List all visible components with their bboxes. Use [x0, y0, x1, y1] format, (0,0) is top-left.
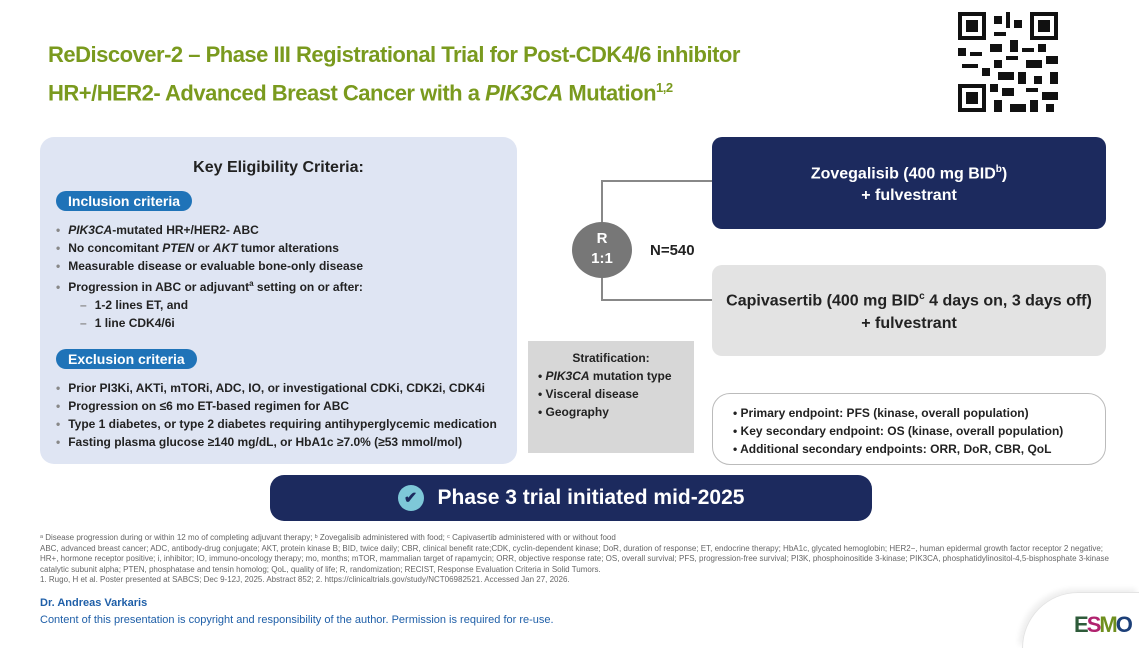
esmo-logo: ESMO: [1074, 612, 1133, 637]
eligibility-panel: Key Eligibility Criteria: Inclusion crit…: [40, 137, 517, 464]
list-item: Prior PI3Ki, AKTi, mTORi, ADC, IO, or in…: [56, 379, 509, 397]
inclusion-criteria-label: Inclusion criteria: [56, 191, 193, 211]
author-name: Dr. Andreas Varkaris: [40, 597, 148, 609]
trial-status-banner: ✔ Phase 3 trial initiated mid-2025: [270, 475, 872, 521]
randomization-circle: R 1:1: [572, 222, 632, 278]
list-subitem: 1-2 lines ET, and: [56, 296, 509, 314]
stratification-box: Stratification: • PIK3CA mutation type •…: [528, 341, 694, 453]
qr-code-icon[interactable]: [958, 12, 1058, 112]
list-item: No concomitant PTEN or AKT tumor alterat…: [56, 239, 509, 257]
connector-line: [601, 299, 712, 301]
eligibility-heading: Key Eligibility Criteria:: [193, 159, 364, 176]
slide-title: ReDiscover-2 – Phase III Registrational …: [48, 42, 740, 106]
sample-size: N=540: [650, 242, 695, 259]
connector-line: [601, 180, 712, 182]
exclusion-list: Prior PI3Ki, AKTi, mTORi, ADC, IO, or in…: [56, 379, 509, 451]
copyright-notice: Content of this presentation is copyrigh…: [40, 614, 554, 626]
list-item: • Primary endpoint: PFS (kinase, overall…: [733, 406, 1029, 420]
exclusion-criteria-label: Exclusion criteria: [56, 349, 197, 369]
endpoints-box: • Primary endpoint: PFS (kinase, overall…: [712, 393, 1106, 465]
list-item: • Geography: [538, 405, 609, 419]
list-item: PIK3CA-mutated HR+/HER2- ABC: [56, 221, 509, 239]
list-item: Progression on ≤6 mo ET-based regimen fo…: [56, 397, 509, 415]
inclusion-list: PIK3CA-mutated HR+/HER2- ABC No concomit…: [56, 221, 509, 332]
list-item: • PIK3CA mutation type: [538, 369, 672, 383]
list-item: • Additional secondary endpoints: ORR, D…: [733, 442, 1052, 456]
list-item: Measurable disease or evaluable bone-onl…: [56, 257, 509, 275]
list-item: Fasting plasma glucose ≥140 mg/dL, or Hb…: [56, 433, 509, 451]
list-item: • Key secondary endpoint: OS (kinase, ov…: [733, 424, 1064, 438]
check-icon: ✔: [397, 485, 424, 511]
list-item: Type 1 diabetes, or type 2 diabetes requ…: [56, 415, 509, 433]
list-item: • Visceral disease: [538, 387, 639, 401]
arm-capivasertib: Capivasertib (400 mg BIDc 4 days on, 3 d…: [712, 265, 1106, 356]
list-item: Progression in ABC or adjuvanta setting …: [56, 275, 509, 296]
footnotes: ᵃ Disease progression during or within 1…: [40, 533, 1110, 584]
arm-zovegalisib: Zovegalisib (400 mg BIDb) + fulvestrant: [712, 137, 1106, 229]
list-subitem: 1 line CDK4/6i: [56, 314, 509, 332]
